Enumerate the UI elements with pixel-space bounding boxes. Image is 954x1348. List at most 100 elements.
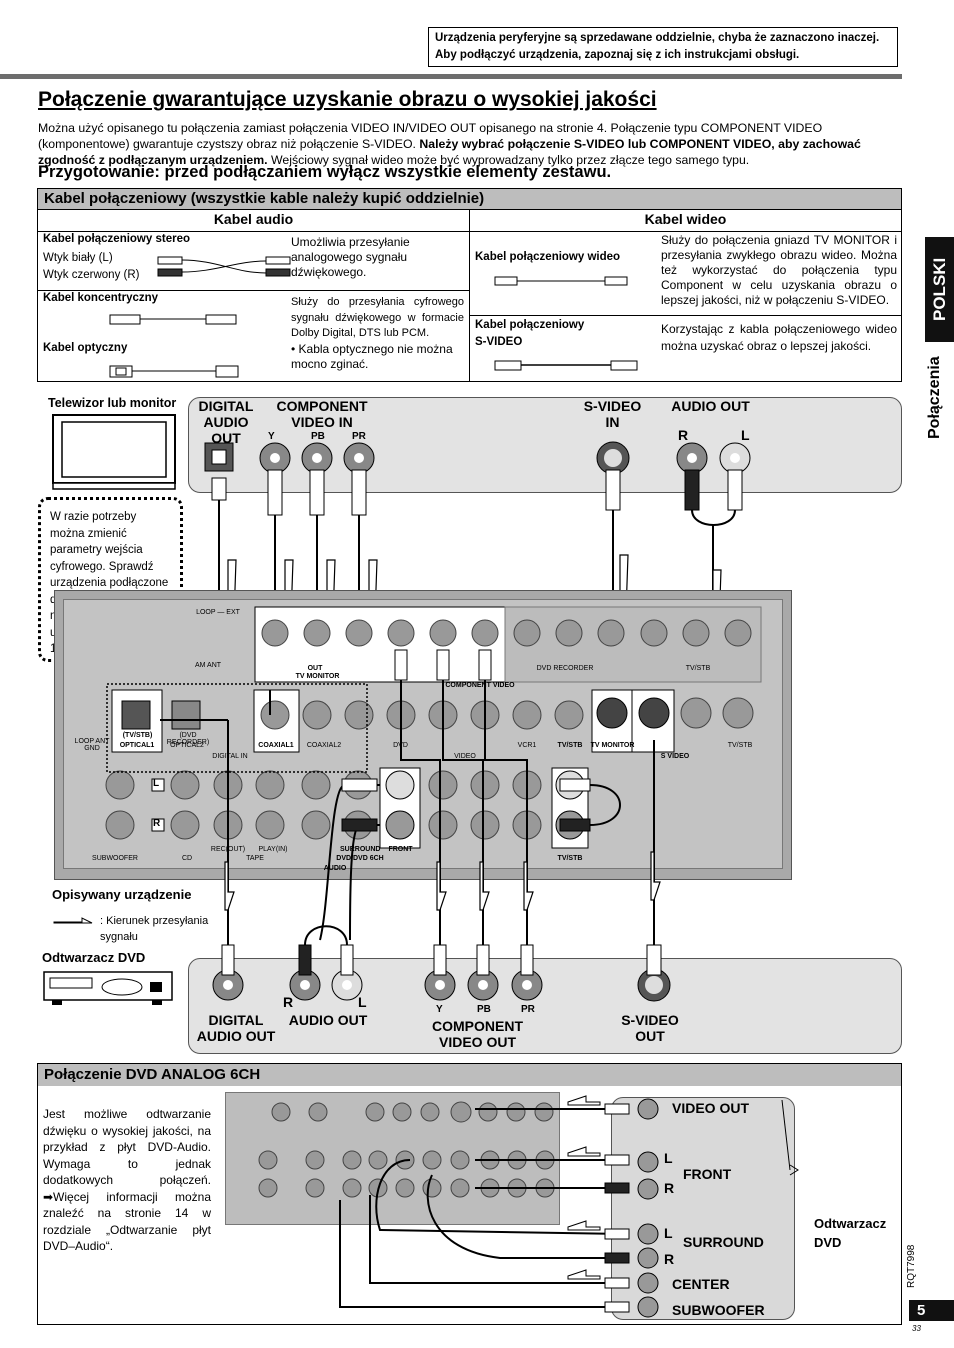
- row-divider: [38, 290, 469, 291]
- recv-l-label: L: [153, 778, 160, 789]
- recv-rec-out: REC(OUT): [210, 846, 246, 853]
- svideo-cable-label-2: S-VIDEO: [475, 336, 523, 348]
- legend-arrow-desc: : Kierunek przesyłania sygnału: [100, 915, 209, 943]
- recv-tv-monitor: TV MONITOR: [295, 673, 340, 680]
- label-line: VIDEO IN: [291, 414, 353, 430]
- dvd-player-icon: [43, 971, 173, 1005]
- dvd-6ch-player-label: Odtwarzacz DVD: [814, 1214, 886, 1252]
- label-line: S-VIDEO: [583, 398, 642, 414]
- dvd-audio-r-label: R: [283, 994, 294, 1010]
- video-cable-desc: Służy do połączenia gniazd TV MONITOR i …: [661, 233, 897, 307]
- dvd-svideo-out-label: S-VIDEO OUT: [605, 1012, 695, 1044]
- page-subnumber: 33: [912, 1324, 921, 1333]
- dvd-player-label: Odtwarzacz DVD: [42, 950, 146, 965]
- coax-cable-icon: [109, 314, 237, 325]
- recv-component-video: COMPONENT VIDEO: [445, 682, 515, 689]
- label-line: Odtwarzacz: [814, 1216, 887, 1231]
- label-line: OUT: [635, 1028, 665, 1044]
- tv-digital-audio-out-label: DIGITAL AUDIO OUT: [196, 398, 256, 446]
- recv-tv-stb-s: TV/STB: [727, 742, 753, 749]
- front-l-label: L: [664, 1150, 673, 1166]
- recv-tape: TAPE: [246, 855, 264, 862]
- audio-cable-heading: Kabel audio: [213, 211, 294, 227]
- recv-tv-stb-video: TV/STB: [557, 742, 583, 749]
- recv-surround: SURROUND: [340, 846, 381, 853]
- optical-cable-label: Kabel optyczny: [43, 342, 128, 354]
- recv-ext: EXT: [226, 609, 240, 616]
- recv-coaxial1: COAXIAL1: [258, 742, 294, 749]
- dvd-pr-label: PR: [521, 1004, 535, 1015]
- label-line: COMPONENT: [276, 398, 368, 414]
- svideo-cable-label-1: Kabel połączeniowy: [475, 319, 585, 331]
- red-plug-label: Wtyk czerwony (R): [43, 269, 140, 281]
- center-label: CENTER: [672, 1276, 730, 1292]
- column-divider: [469, 209, 470, 381]
- label-line: OUT: [211, 430, 241, 446]
- tv-pr-label: PR: [352, 431, 366, 442]
- recv-optical2: OPTICAL2: [170, 742, 204, 749]
- front-label: FRONT: [683, 1166, 732, 1182]
- label-line: AUDIO: [203, 414, 249, 430]
- tv-audio-r-label: R: [678, 427, 689, 443]
- recv-coaxial2: COAXIAL2: [306, 742, 342, 749]
- doc-code: RQT7998: [906, 1244, 917, 1288]
- surround-r-label: R: [664, 1251, 675, 1267]
- recv-subwoofer: SUBWOOFER: [92, 855, 138, 862]
- recv-r-label: R: [153, 818, 161, 829]
- recv-tv-stb: TV/STB: [685, 665, 711, 672]
- tv-component-in-label: COMPONENT VIDEO IN: [262, 398, 382, 430]
- preparation-note: Przygotowanie: przed podłączaniem wyłącz…: [38, 163, 612, 181]
- digital-cable-desc: Służy do przesyłania cyfrowego sygnału d…: [291, 296, 464, 339]
- recv-loop: LOOP: [196, 609, 216, 616]
- intro-part-2: Wejściowy sygnał wideo może być wyprowad…: [271, 153, 750, 167]
- row-divider: [38, 209, 901, 210]
- intro-part-1: Można użyć opisanego tu połączenia zamia…: [38, 121, 823, 151]
- recv-audio: AUDIO: [323, 865, 347, 872]
- recv-optical1: OPTICAL1: [119, 742, 155, 749]
- svideo-cable-desc: Korzystając z kabla połączeniowego wideo…: [661, 322, 897, 353]
- notice-line-1: Urządzenia peryferyjne są sprzedawane od…: [435, 32, 880, 44]
- label-line: DIGITAL: [208, 1012, 264, 1028]
- dvd-component-out-label: COMPONENT VIDEO OUT: [420, 1018, 535, 1050]
- dvd-digital-audio-out-label: DIGITAL AUDIO OUT: [195, 1012, 277, 1044]
- tv-rear-panel: [188, 397, 902, 493]
- recv-dvd: DVD: [393, 742, 408, 749]
- recv-loop-ext: LOOP — EXT: [196, 609, 240, 616]
- label-line: IN: [605, 414, 620, 430]
- row-divider: [38, 231, 901, 232]
- video-cable-heading: Kabel wideo: [644, 211, 727, 227]
- tv-icon: [52, 414, 176, 490]
- dvd-audio-out-label: AUDIO OUT: [288, 1012, 368, 1028]
- signal-direction-arrow-icon: [53, 917, 93, 924]
- recv-loop-ant-gnd: LOOP ANT GND: [74, 738, 110, 752]
- tv-audio-l-label: L: [741, 427, 750, 443]
- surround-label: SURROUND: [683, 1234, 764, 1250]
- header-rule: [0, 74, 902, 79]
- recv-video: VIDEO: [454, 753, 476, 760]
- recv-front: FRONT: [388, 846, 413, 853]
- optical-cable-note: • Kabla optycznego nie można mocno zgina…: [291, 342, 453, 371]
- video-cable-icon: [494, 276, 628, 286]
- dvd-y-label: Y: [436, 1004, 443, 1015]
- recv-digital-in: DIGITAL IN: [212, 753, 248, 760]
- optical-cable-icon: [109, 365, 239, 378]
- tv-label: Telewizor lub monitor: [48, 396, 177, 410]
- intro-bold: Należy wybrać połączenie S-VIDEO lub COM…: [38, 137, 861, 167]
- white-plug-label: Wtyk biały (L): [43, 252, 113, 264]
- tv-audio-out-label: AUDIO OUT: [671, 398, 750, 414]
- stereo-cable-icon: [157, 256, 291, 277]
- row-divider: [470, 315, 901, 316]
- video-cable-label: Kabel połączeniowy wideo: [475, 251, 621, 263]
- video-out-label: VIDEO OUT: [672, 1100, 750, 1116]
- label-line: S-VIDEO: [621, 1012, 679, 1028]
- cable-table-header: Kabel połączeniowy (wszystkie kable nale…: [38, 189, 901, 209]
- cable-table: Kabel połączeniowy (wszystkie kable nale…: [37, 188, 902, 382]
- label-line: VIDEO OUT: [438, 1034, 516, 1050]
- recv-tv-stb-audio: TV/STB: [557, 855, 583, 862]
- tv-pb-label: PB: [311, 431, 325, 442]
- surround-l-label: L: [664, 1225, 673, 1241]
- label-line: COMPONENT: [432, 1018, 523, 1034]
- dvd-audio-l-label: L: [358, 994, 367, 1010]
- described-device-label: Opisywany urządzenie: [52, 887, 192, 902]
